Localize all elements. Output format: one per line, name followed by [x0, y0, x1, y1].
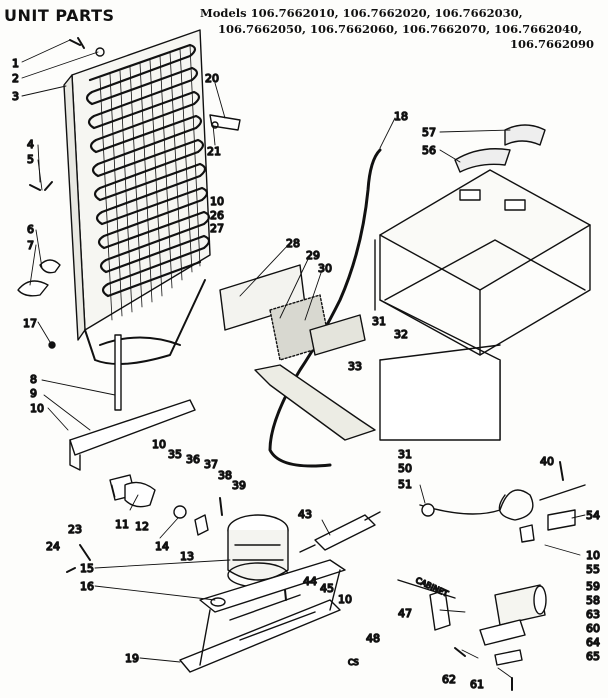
callout-12: 12: [135, 520, 149, 533]
callout-10a: 10: [30, 402, 44, 415]
callout-26: 26: [210, 209, 224, 222]
callout-2: 2: [12, 72, 19, 85]
air-vent-parts: [454, 124, 546, 173]
callout-5: 5: [27, 153, 34, 166]
callout-58: 58: [586, 594, 600, 607]
callout-45: 45: [320, 582, 334, 595]
models-line-3: 106.7662090: [510, 37, 595, 51]
callout-24: 24: [46, 540, 60, 553]
callout-10b: 10: [210, 195, 224, 208]
relay-overload-parts: [109, 474, 209, 536]
callout-6: 6: [27, 223, 34, 236]
callout-43: 43: [298, 508, 312, 521]
mounting-clip: [209, 114, 241, 131]
callout-36: 36: [186, 453, 200, 466]
callout-56: 56: [422, 144, 436, 157]
diagram-title: UNIT PARTS: [4, 6, 115, 25]
callout-60: 60: [586, 622, 600, 635]
callout-15: 15: [80, 562, 94, 575]
freezer-liner-box: [374, 169, 591, 441]
screw-parts-left: [17, 37, 105, 349]
callout-18: 18: [394, 110, 408, 123]
callout-19: 19: [125, 652, 139, 665]
callout-10d: 10: [338, 593, 352, 606]
callout-23: 23: [68, 523, 82, 536]
callout-10e: 10: [586, 549, 600, 562]
callout-1: 1: [12, 57, 19, 70]
callout-40: 40: [540, 455, 554, 468]
callout-35: 35: [168, 448, 182, 461]
callout-55: 55: [586, 563, 600, 576]
small-plate: [494, 649, 523, 666]
callout-44: 44: [303, 575, 317, 588]
callout-65: 65: [586, 650, 600, 663]
callout-50: 50: [398, 462, 412, 475]
callout-28: 28: [286, 237, 300, 250]
callout-38: 38: [218, 469, 232, 482]
models-line-1: Models 106.7662010, 106.7662020, 106.766…: [200, 6, 523, 20]
callout-59: 59: [586, 580, 600, 593]
condenser-bracket: [69, 399, 196, 456]
callout-64: 64: [586, 636, 600, 649]
callout-10c: 10: [152, 438, 166, 451]
mounting-bracket: [479, 619, 526, 646]
callout-20: 20: [205, 72, 219, 85]
callout-8: 8: [30, 373, 37, 386]
callout-21: 21: [207, 145, 221, 158]
callout-47: 47: [398, 607, 412, 620]
callout-29: 29: [306, 249, 320, 262]
compressor: [227, 514, 289, 588]
callout-48: 48: [366, 632, 380, 645]
callout-13: 13: [180, 550, 194, 563]
callout-63: 63: [586, 608, 600, 621]
cord-clamp-parts: [519, 509, 576, 543]
callout-37: 37: [204, 458, 218, 471]
callout-4: 4: [27, 138, 34, 151]
callout-32: 32: [394, 328, 408, 341]
bracket-flange: [69, 439, 81, 471]
base-frame: [179, 559, 346, 673]
callout-33: 33: [348, 360, 362, 373]
models-line-2: 106.7662050, 106.7662060, 106.7662070, 1…: [218, 22, 583, 36]
leader-lines: [21, 39, 586, 679]
callout-51: 51: [398, 478, 412, 491]
callout-54: 54: [586, 509, 600, 522]
callout-31b: 31: [398, 448, 412, 461]
callout-3: 3: [12, 90, 19, 103]
grommet: [210, 597, 226, 607]
callout-39: 39: [232, 479, 246, 492]
insulation-pads: [219, 264, 366, 361]
condenser-coil: [63, 29, 211, 411]
callout-16: 16: [80, 580, 94, 593]
power-cord: [419, 484, 586, 521]
callout-27: 27: [210, 222, 224, 235]
callout-7: 7: [27, 239, 34, 252]
callout-62: 62: [442, 673, 456, 686]
fastener-screws: [66, 461, 564, 691]
callout-17: 17: [23, 317, 37, 330]
callout-9: 9: [30, 387, 37, 400]
callout-14: 14: [155, 540, 169, 553]
filter-drier: [299, 511, 381, 553]
callout-11: 11: [115, 518, 129, 531]
callout-30: 30: [318, 262, 332, 275]
capacitor: [494, 584, 547, 626]
drawing-code: CS: [348, 658, 359, 667]
callout-57: 57: [422, 126, 436, 139]
callout-61: 61: [470, 678, 484, 691]
callout-31a: 31: [372, 315, 386, 328]
drain-trough: [254, 364, 376, 441]
